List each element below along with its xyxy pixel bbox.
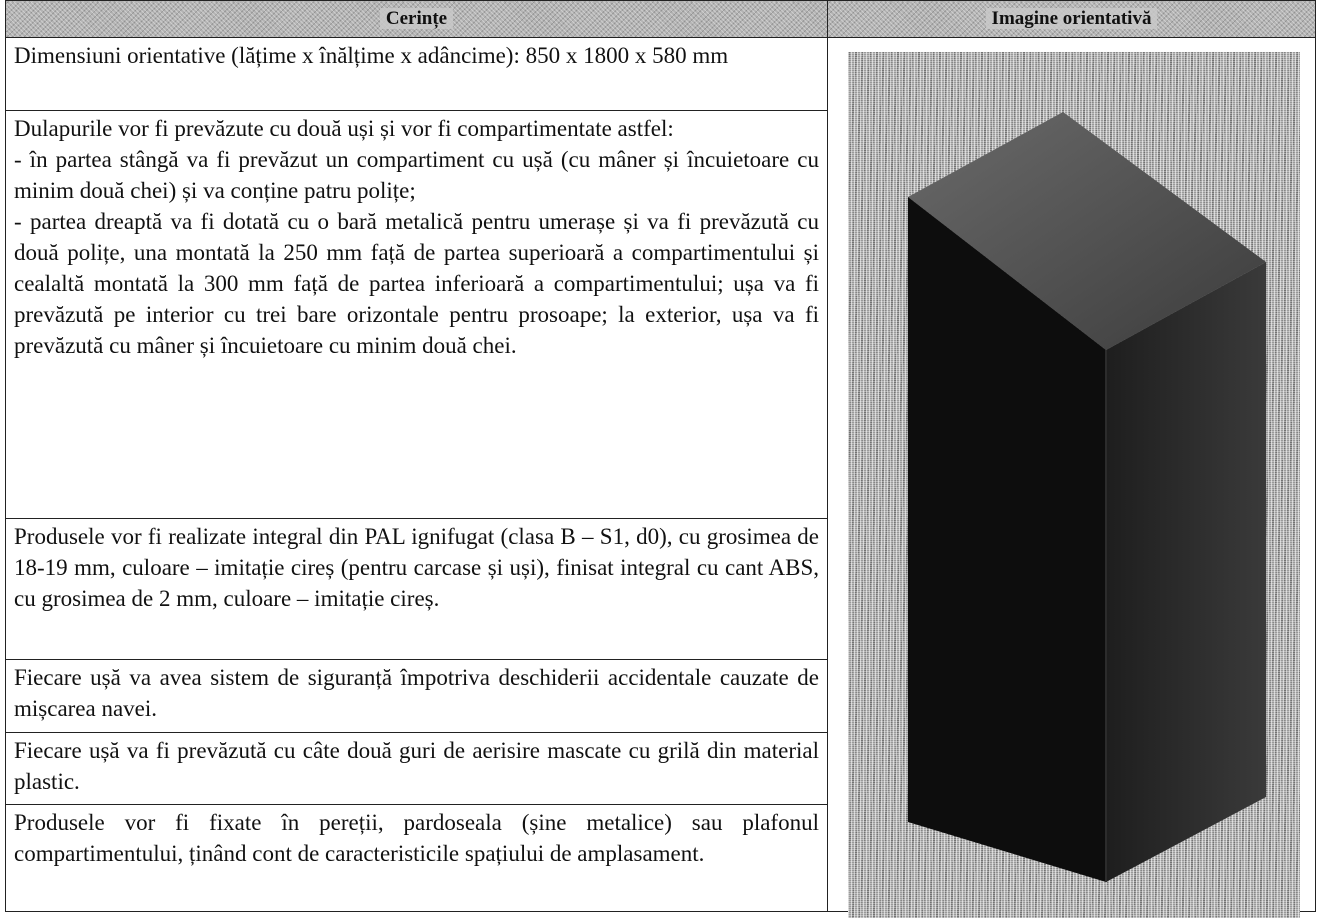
requirement-cell: Dimensiuni orientative (lățime x înălțim… bbox=[5, 37, 828, 111]
header-requirements: Cerințe bbox=[5, 0, 828, 39]
header-image-label: Imagine orientativă bbox=[985, 8, 1158, 30]
cabinet-illustration bbox=[848, 52, 1300, 918]
requirement-cell: Dulapurile vor fi prevăzute cu două uși … bbox=[5, 109, 828, 520]
requirement-text: - în partea stângă va fi prevăzut un com… bbox=[14, 146, 819, 203]
requirement-cell: Produsele vor fi fixate în pereții, pard… bbox=[5, 804, 828, 912]
requirement-text: - partea dreaptă va fi dotată cu o bară … bbox=[14, 208, 819, 358]
requirement-row-dimensions: Dimensiuni orientative (lățime x înălțim… bbox=[5, 37, 1316, 918]
requirement-cell: Fiecare ușă va fi prevăzută cu câte două… bbox=[5, 731, 828, 806]
cabinet-svg bbox=[908, 112, 1266, 883]
requirement-text: Dimensiuni orientative (lățime x înălțim… bbox=[14, 43, 729, 69]
requirement-row-compartments: Dulapurile vor fi prevăzute cu două uși … bbox=[5, 109, 1316, 520]
requirement-text: Fiecare ușă va avea sistem de siguranță … bbox=[14, 665, 819, 722]
requirement-row-mounting: Produsele vor fi fixate în pereții, pard… bbox=[5, 804, 1316, 912]
requirement-text: Fiecare ușă va fi prevăzută cu câte două… bbox=[14, 737, 819, 794]
requirement-row-ventilation: Fiecare ușă va fi prevăzută cu câte două… bbox=[5, 731, 1316, 806]
cabinet-front-face bbox=[908, 197, 1106, 883]
cabinet-top-face bbox=[908, 112, 1266, 351]
spec-table: Cerințe Imagine orientativă Dimensiuni o… bbox=[5, 0, 1316, 918]
header-image: Imagine orientativă bbox=[827, 0, 1316, 39]
requirement-cell: Produsele vor fi realizate integral din … bbox=[5, 518, 828, 661]
header-requirements-label: Cerințe bbox=[379, 8, 454, 30]
requirement-text: Dulapurile vor fi prevăzute cu două uși … bbox=[14, 115, 674, 141]
cabinet-side-face bbox=[1106, 262, 1266, 883]
requirement-row-material: Produsele vor fi realizate integral din … bbox=[5, 518, 1316, 661]
image-cell bbox=[827, 37, 1316, 918]
requirement-cell: Fiecare ușă va avea sistem de siguranță … bbox=[5, 659, 828, 733]
requirement-text: Produsele vor fi fixate în pereții, pard… bbox=[14, 810, 819, 867]
requirement-row-safety: Fiecare ușă va avea sistem de siguranță … bbox=[5, 659, 1316, 733]
header-row: Cerințe Imagine orientativă bbox=[5, 0, 1316, 39]
requirement-text: Produsele vor fi realizate integral din … bbox=[14, 524, 819, 612]
